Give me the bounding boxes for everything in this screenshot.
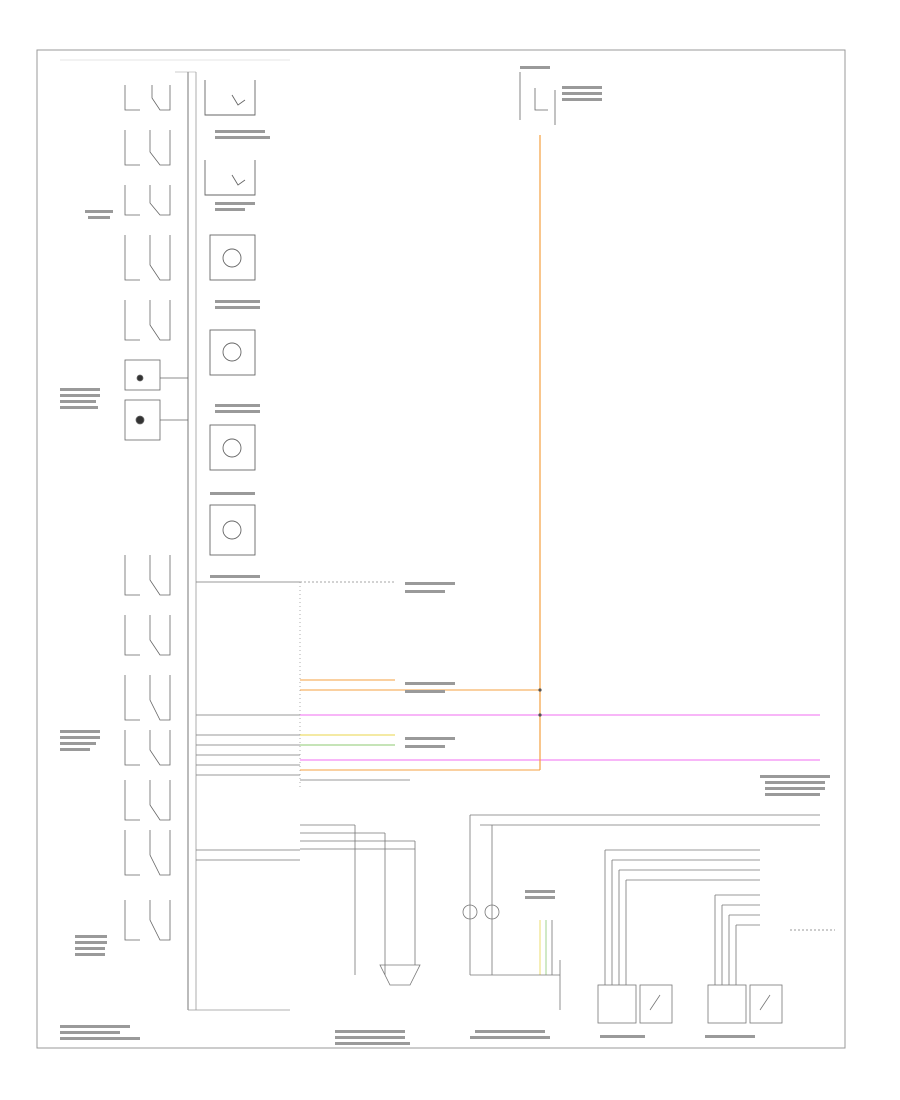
overdrive-switch-upper <box>597 849 760 1024</box>
switch-icon <box>124 555 171 596</box>
switch-icon <box>204 160 256 196</box>
solenoid-switch-group-upper <box>124 85 171 341</box>
switch-icon <box>124 235 171 281</box>
transmission-module-column <box>60 59 290 1011</box>
switch-icon <box>124 615 171 656</box>
switch-icon <box>124 780 171 821</box>
fuse-feed <box>519 72 556 770</box>
solenoid-switch-group-lower <box>124 555 171 941</box>
steering-angle-sensor <box>462 814 820 1010</box>
switch-icon <box>124 900 171 941</box>
speed-sensor-icon <box>209 504 256 556</box>
pressure-sensor-led-group <box>124 359 188 441</box>
speed-sensor-icon <box>209 424 256 471</box>
switch-icon <box>124 85 171 111</box>
switch-icon <box>204 80 256 116</box>
illegible-labels <box>60 66 830 1045</box>
connector-icon <box>379 964 421 986</box>
switch-icon <box>707 984 747 1024</box>
switch-icon <box>124 130 171 166</box>
led-icon <box>135 415 145 425</box>
led-icon <box>136 374 144 382</box>
switch-icon <box>124 300 171 341</box>
overdrive-switch-lower <box>707 894 835 1024</box>
switch-icon <box>124 675 171 721</box>
wire-harness <box>196 581 820 861</box>
switch-icon <box>124 185 171 216</box>
transfer-case-sensor <box>300 824 421 986</box>
diagram-border <box>36 49 846 1049</box>
switch-icon <box>124 730 171 766</box>
speed-sensor-icon <box>209 234 256 281</box>
switch-icon <box>597 984 637 1024</box>
speed-sensor-icon <box>209 329 256 376</box>
fuse-icon <box>519 72 556 125</box>
resistor-icon <box>484 904 500 920</box>
switch-icon <box>124 830 171 876</box>
upper-sensor-group <box>204 80 256 556</box>
resistor-icon <box>462 904 478 920</box>
